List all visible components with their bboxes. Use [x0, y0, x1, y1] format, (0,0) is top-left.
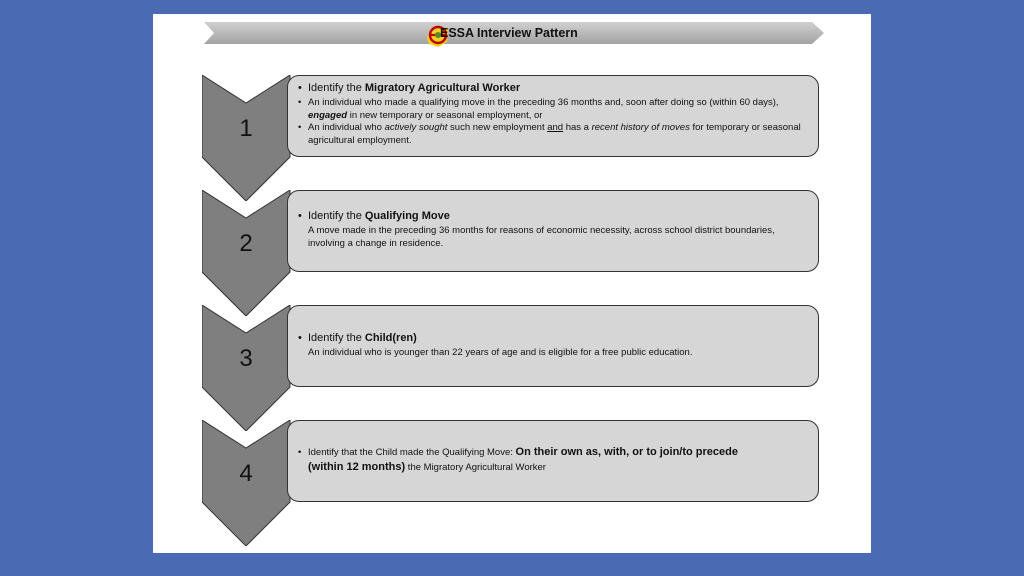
step-bullet-2a: A move made in the preceding 36 months f…	[308, 225, 775, 249]
step-box-2: •Identify the Qualifying Move A move mad…	[287, 190, 819, 272]
step-2: 2 •Identify the Qualifying Move A move m…	[202, 190, 822, 316]
step-bullet-4a: •Identify that the Child made the Qualif…	[298, 446, 738, 473]
step-bullet-1a: •An individual who made a qualifying mov…	[298, 97, 779, 121]
step-4: 4 •Identify that the Child made the Qual…	[202, 420, 822, 546]
step-bullet-3a: An individual who is younger than 22 yea…	[308, 347, 693, 358]
header-banner: ESSA Interview Pattern	[204, 22, 824, 47]
step-box-4: •Identify that the Child made the Qualif…	[287, 420, 819, 502]
step-chevron-3	[202, 305, 291, 431]
step-number-1: 1	[239, 115, 253, 142]
page-title: ESSA Interview Pattern	[440, 26, 578, 40]
step-heading-1: •Identify the Migratory Agricultural Wor…	[298, 82, 521, 94]
step-heading-3: •Identify the Child(ren)	[298, 332, 417, 344]
step-3: 3 •Identify the Child(ren) An individual…	[202, 305, 822, 431]
step-chevron-1	[202, 75, 291, 201]
step-number-4: 4	[239, 460, 253, 487]
banner-arrow-shape	[204, 22, 824, 44]
step-bullet-1b: •An individual who actively sought such …	[298, 122, 801, 146]
step-heading-2: •Identify the Qualifying Move	[298, 210, 450, 222]
step-1: 1 •Identify the Migratory Agricultural W…	[202, 75, 822, 201]
state-logo-icon	[425, 22, 451, 48]
step-chevron-2	[202, 190, 291, 316]
step-number-2: 2	[239, 230, 253, 257]
step-number-3: 3	[239, 345, 253, 372]
step-box-3: •Identify the Child(ren) An individual w…	[287, 305, 819, 387]
step-box-1: •Identify the Migratory Agricultural Wor…	[287, 75, 819, 157]
slide: ESSA Interview Pattern 1 •Identify the M…	[153, 14, 871, 553]
step-chevron-4	[202, 420, 291, 546]
